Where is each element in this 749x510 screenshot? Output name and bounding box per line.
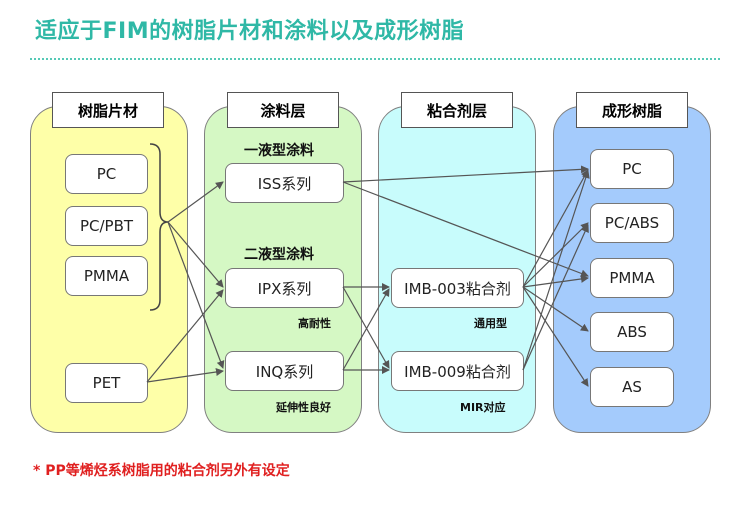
sheet-box-pc-pbt: PC/PBT — [65, 206, 148, 246]
page-title: 适应于FIM的树脂片材和涂料以及成形树脂 — [35, 19, 465, 44]
imb-009-note: MIR对应 — [460, 401, 506, 414]
column-header-adhesive: 粘合剂层 — [401, 92, 513, 128]
molded-box-pc-abs: PC/ABS — [590, 203, 674, 243]
column-header-coating: 涂料层 — [227, 92, 339, 128]
molded-box-pmma: PMMA — [590, 258, 674, 298]
sheet-box-pc: PC — [65, 154, 148, 194]
sheet-box-pmma: PMMA — [65, 256, 148, 296]
molded-box-pc: PC — [590, 149, 674, 189]
title-divider — [30, 58, 720, 60]
coating-box-iss: ISS系列 — [225, 163, 344, 203]
molded-box-as: AS — [590, 367, 674, 407]
column-header-molded-resin: 成形树脂 — [576, 92, 688, 128]
inq-note: 延伸性良好 — [276, 401, 331, 414]
coating-box-ipx: IPX系列 — [225, 268, 344, 308]
column-header-resin-sheet: 树脂片材 — [52, 92, 164, 128]
ipx-note: 高耐性 — [298, 317, 331, 330]
sheet-box-pet: PET — [65, 363, 148, 403]
imb-003-note: 通用型 — [474, 317, 507, 330]
adhesive-box-imb-003: IMB-003粘合剂 — [391, 268, 524, 308]
coating-box-inq: INQ系列 — [225, 351, 344, 391]
footnote: * PP等烯烃系树脂用的粘合剂另外有设定 — [33, 463, 290, 479]
one-liquid-coating-heading: 一液型涂料 — [244, 143, 314, 159]
molded-box-abs: ABS — [590, 312, 674, 352]
adhesive-box-imb-009: IMB-009粘合剂 — [391, 351, 524, 391]
two-liquid-coating-heading: 二液型涂料 — [244, 247, 314, 263]
